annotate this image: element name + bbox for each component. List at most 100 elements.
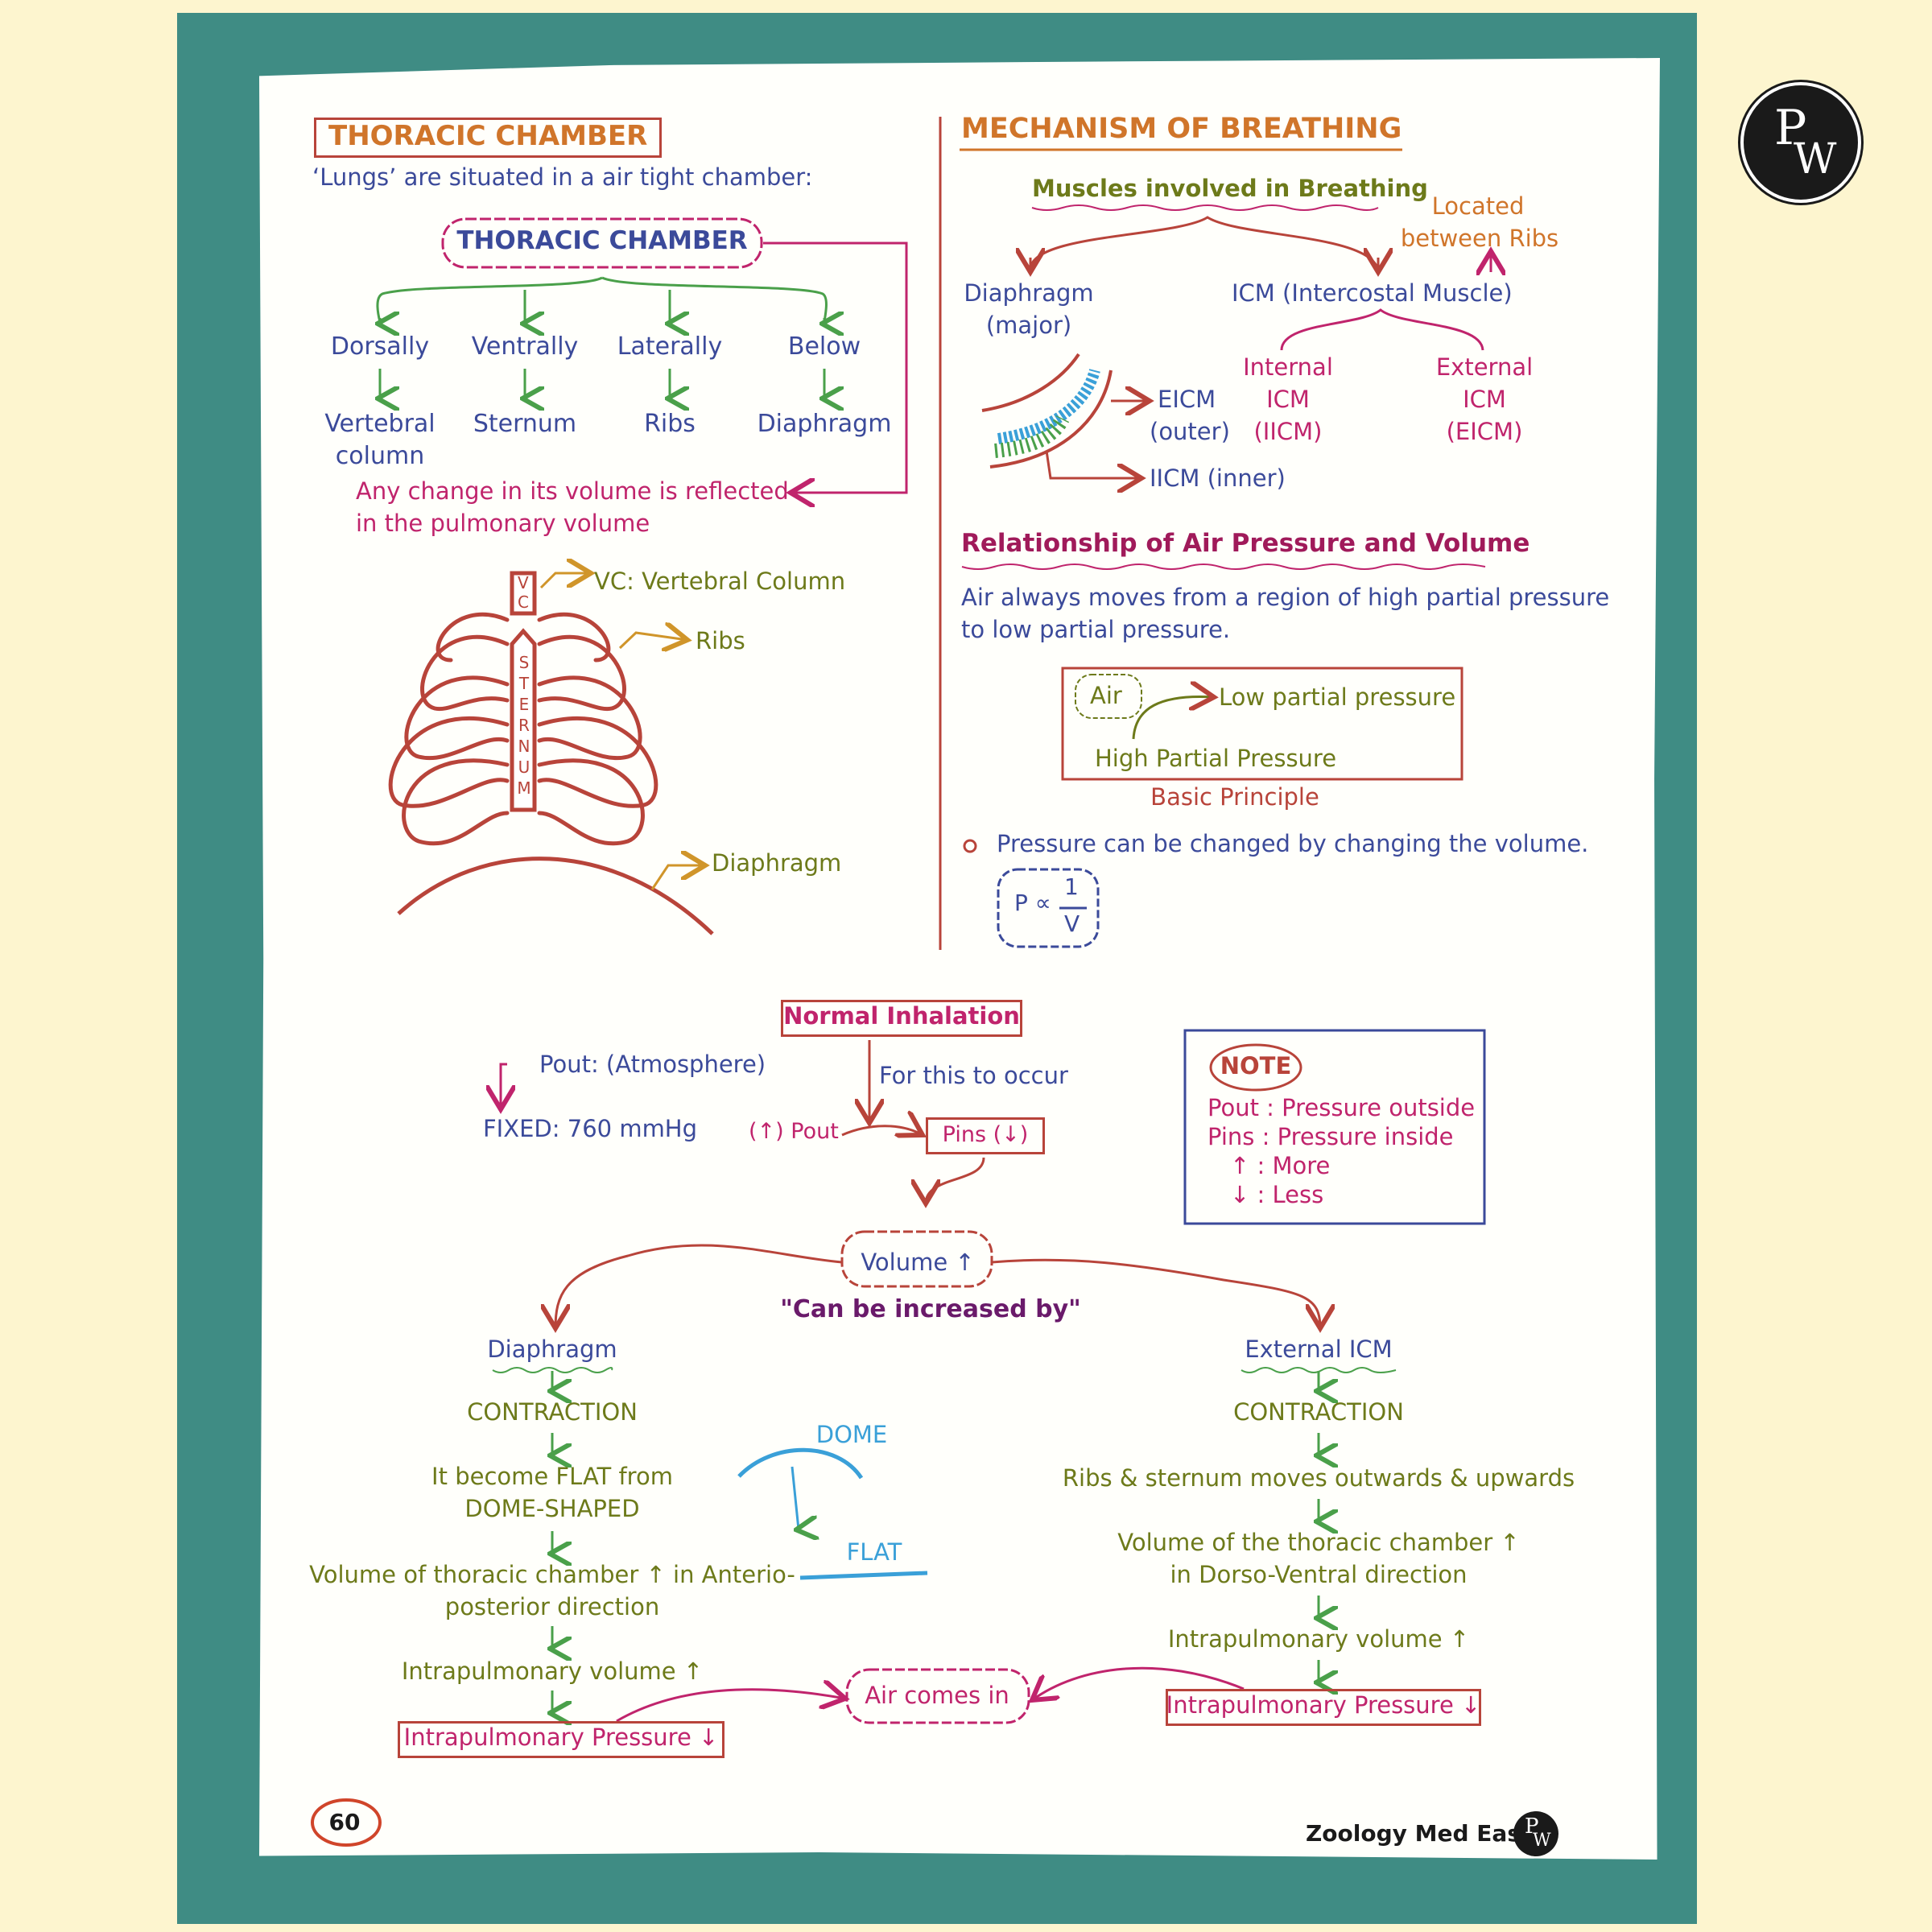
note-line-1: Pout : Pressure outside <box>1208 1094 1476 1121</box>
eicm-vol-1: Volume of the thoracic chamber ↑ <box>1117 1529 1520 1556</box>
note-box <box>1183 1029 1486 1225</box>
eicm-outer-2: (outer) <box>1150 418 1230 445</box>
eicm-ribs: Ribs & sternum moves outwards & upwards <box>1062 1464 1575 1492</box>
direction-below: Below <box>787 332 861 361</box>
diaphragm-intra-p: Intrapulmonary Pressure ↓ <box>403 1724 719 1751</box>
ribcage-drawing <box>388 571 658 846</box>
page-number: 60 <box>328 1809 361 1835</box>
external-icm-3: (EICM) <box>1446 418 1523 445</box>
bullet-icon <box>963 839 977 853</box>
direction-ventrally: Ventrally <box>471 332 579 361</box>
diaphragm-intra-vol: Intrapulmonary volume ↑ <box>401 1657 704 1685</box>
air-comes-in: Air comes in <box>865 1682 1009 1709</box>
can-be-increased: "Can be increased by" <box>780 1295 1081 1323</box>
boundary-sternum: Sternum <box>473 410 577 438</box>
principle-box <box>1061 667 1463 781</box>
diaphragm-vol-1: Volume of thoracic chamber ↑ in Anterio- <box>309 1561 795 1588</box>
fixed-pressure: FIXED: 760 mmHg <box>483 1115 698 1142</box>
flat-line <box>799 1571 928 1580</box>
eicm-intra-p: Intrapulmonary Pressure ↓ <box>1166 1691 1481 1719</box>
external-icm-2: ICM <box>1463 386 1506 413</box>
vc-letters: V C <box>518 573 529 612</box>
intro-text: ‘Lungs’ are situated in a air tight cham… <box>312 163 813 191</box>
chamber-label: THORACIC CHAMBER <box>456 226 748 255</box>
boundary-diaphragm: Diaphragm <box>757 410 892 438</box>
internal-icm-1: Internal <box>1243 353 1333 381</box>
direction-dorsally: Dorsally <box>330 332 430 361</box>
pout-atmosphere: Pout: (Atmosphere) <box>539 1051 766 1078</box>
low-pp-label: Low partial pressure <box>1219 683 1456 711</box>
normal-inhalation-box <box>781 1000 1022 1037</box>
up-pout: (↑) Pout <box>749 1119 839 1144</box>
note-line-4: ↓ : Less <box>1230 1181 1324 1208</box>
note-line-2: Pins : Pressure inside <box>1208 1123 1454 1150</box>
formula-cloud <box>997 868 1100 948</box>
basic-principle: Basic Principle <box>1150 783 1319 811</box>
iicm-inner: IICM (inner) <box>1150 464 1286 492</box>
dome-arc <box>737 1447 864 1480</box>
note-title: NOTE <box>1220 1052 1292 1080</box>
diaphragm-major-2: (major) <box>985 312 1072 339</box>
relation-line-1: Air always moves from a region of high p… <box>961 584 1610 611</box>
diaphragm-intra-p-box <box>398 1721 724 1758</box>
eicm-intra-p-box <box>1166 1689 1481 1726</box>
diaphragm-label: Diaphragm <box>712 849 842 877</box>
pins-box <box>926 1117 1045 1154</box>
pins-down: Pins (↓) <box>942 1122 1029 1147</box>
chamber-cloud <box>441 217 763 269</box>
eicm-vol-2: in Dorso-Ventral direction <box>1170 1561 1468 1588</box>
for-this-to-occur: For this to occur <box>879 1062 1068 1089</box>
diaphragm-flow-title: Diaphragm <box>487 1335 617 1363</box>
normal-inhalation: Normal Inhalation <box>783 1002 1020 1030</box>
boundary-ribs: Ribs <box>644 410 696 438</box>
icm-label: ICM (Intercostal Muscle) <box>1232 279 1513 307</box>
sternum-letters: S T E R N U M <box>517 653 531 798</box>
internal-icm-2: ICM <box>1266 386 1310 413</box>
located-line-1: Located <box>1431 192 1525 220</box>
flat-label: FLAT <box>846 1538 902 1566</box>
diaphragm-vol-2: posterior direction <box>444 1593 660 1620</box>
diaphragm-contraction: CONTRACTION <box>467 1398 638 1426</box>
ribs-label: Ribs <box>696 627 745 654</box>
volume-cloud <box>840 1230 993 1288</box>
formula-p: P ∝ <box>1014 890 1051 916</box>
diaphragm-major-1: Diaphragm <box>964 279 1094 307</box>
boundary-vertebral: Vertebral <box>324 410 436 438</box>
thoracic-heading-box <box>314 118 662 158</box>
vc-label: VC: Vertebral Column <box>594 568 846 595</box>
muscles-title: Muscles involved in Breathing <box>1032 175 1428 202</box>
icm-muscle-drawing <box>981 353 1150 478</box>
eicm-intra-vol: Intrapulmonary volume ↑ <box>1167 1625 1470 1653</box>
breathing-heading: MECHANISM OF BREATHING <box>961 113 1402 145</box>
high-pp-label: High Partial Pressure <box>1095 745 1337 772</box>
page-paper <box>259 58 1660 1860</box>
boundary-column: column <box>335 442 425 470</box>
eicm-contraction: CONTRACTION <box>1233 1398 1404 1426</box>
diaphragm-flat-1: It become FLAT from <box>431 1463 673 1490</box>
pw-logo: P W <box>1740 82 1861 203</box>
dome-label: DOME <box>815 1421 888 1448</box>
thoracic-heading: THORACIC CHAMBER <box>328 120 648 152</box>
pw-logo-small: P W <box>1513 1811 1558 1856</box>
relation-line-2: to low partial pressure. <box>961 616 1231 643</box>
diaphragm-arc <box>397 857 714 935</box>
eicm-outer-1: EICM <box>1158 386 1216 413</box>
external-icm-1: External <box>1435 353 1534 381</box>
direction-laterally: Laterally <box>617 332 723 361</box>
change-line-2: in the pulmonary volume <box>356 510 650 537</box>
located-line-2: between Ribs <box>1400 225 1559 252</box>
relation-title: Relationship of Air Pressure and Volume <box>961 529 1530 558</box>
volume-up: Volume ↑ <box>861 1249 975 1276</box>
internal-icm-3: (IICM) <box>1253 418 1323 445</box>
formula-den: V <box>1064 910 1080 937</box>
note-line-3: ↑ : More <box>1230 1152 1331 1179</box>
change-line-1: Any change in its volume is reflected <box>356 477 789 505</box>
book-title: Zoology Med Easy <box>1306 1820 1536 1847</box>
eicm-flow-title: External ICM <box>1245 1335 1393 1363</box>
diaphragm-flat-2: DOME-SHAPED <box>464 1495 640 1522</box>
formula-num: 1 <box>1064 873 1079 900</box>
page-number-badge <box>311 1798 382 1847</box>
air-label: Air <box>1090 682 1122 709</box>
bullet-text: Pressure can be changed by changing the … <box>997 830 1589 857</box>
